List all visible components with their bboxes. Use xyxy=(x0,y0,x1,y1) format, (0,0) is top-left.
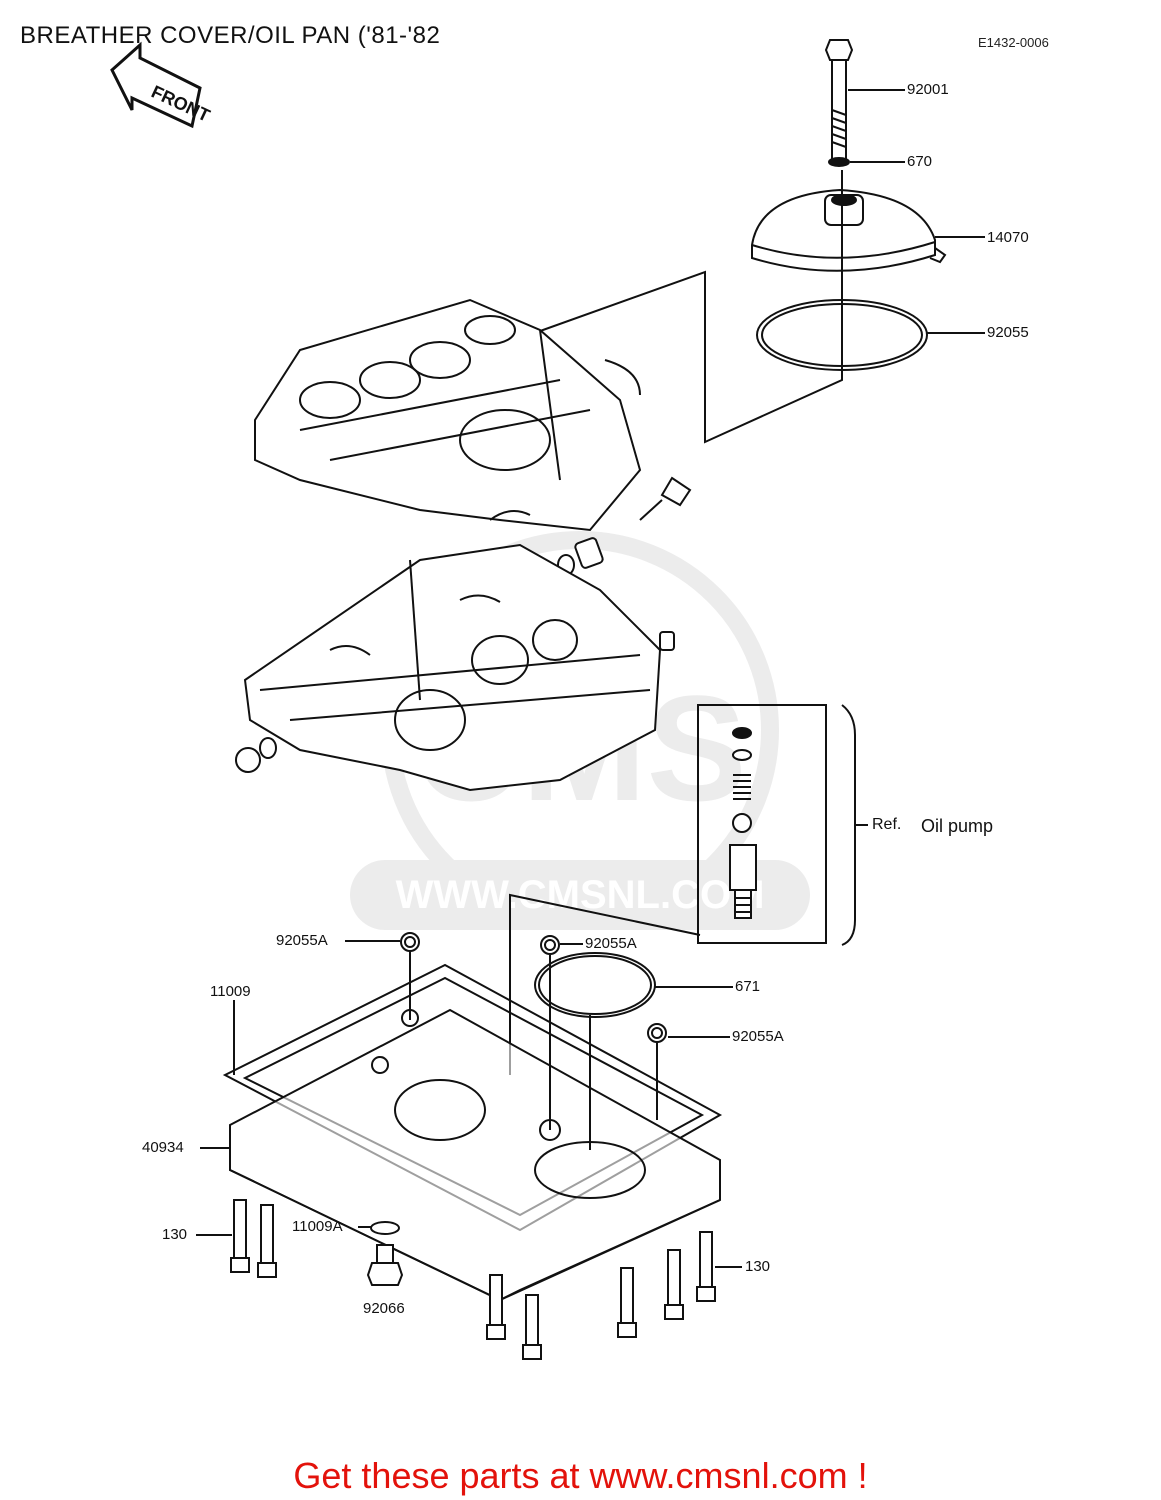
leader-lines xyxy=(196,89,985,1268)
part-label-11009: 11009 xyxy=(210,983,251,1000)
part-label-670: 670 xyxy=(907,153,933,170)
part-label-92055a-center: 92055A xyxy=(585,935,637,952)
part-label-40934: 40934 xyxy=(142,1139,184,1156)
breather-cover-14070 xyxy=(751,188,947,272)
diagram-code: E1432-0006 xyxy=(978,35,1049,50)
bolts-130-bottom xyxy=(486,1231,716,1360)
part-label-671: 671 xyxy=(735,978,761,995)
part-label-92055: 92055 xyxy=(987,324,1029,341)
part-label-130-left: 130 xyxy=(162,1226,188,1243)
page-title: BREATHER COVER/OIL PAN ('81-'82 xyxy=(20,22,441,49)
bolts-130-left xyxy=(230,1199,277,1278)
front-arrow: FRONT xyxy=(110,41,213,129)
upper-crankcase xyxy=(254,298,642,532)
oil-pump-label: Oil pump xyxy=(921,816,994,836)
bolt-92001 xyxy=(824,39,854,161)
part-label-92055a-left: 92055A xyxy=(276,932,328,949)
part-label-11009a: 11009A xyxy=(292,1218,343,1235)
lower-crankcase xyxy=(243,543,662,792)
oil-pump-reference xyxy=(697,704,868,946)
washer-670 xyxy=(828,157,850,167)
ref-label: Ref. xyxy=(872,816,902,833)
part-label-14070: 14070 xyxy=(987,229,1029,246)
get-parts-link[interactable]: Get these parts at www.cmsnl.com ! xyxy=(293,1455,868,1496)
part-label-92001: 92001 xyxy=(907,81,949,98)
part-label-92055a-right: 92055A xyxy=(732,1028,784,1045)
oil-pan-40934 xyxy=(229,1008,721,1302)
drain-plug-92066 xyxy=(366,1244,404,1286)
part-label-92066: 92066 xyxy=(363,1300,405,1317)
part-label-130-right: 130 xyxy=(745,1258,771,1275)
oring-671 xyxy=(534,952,656,1018)
washer-11009a xyxy=(370,1221,400,1235)
